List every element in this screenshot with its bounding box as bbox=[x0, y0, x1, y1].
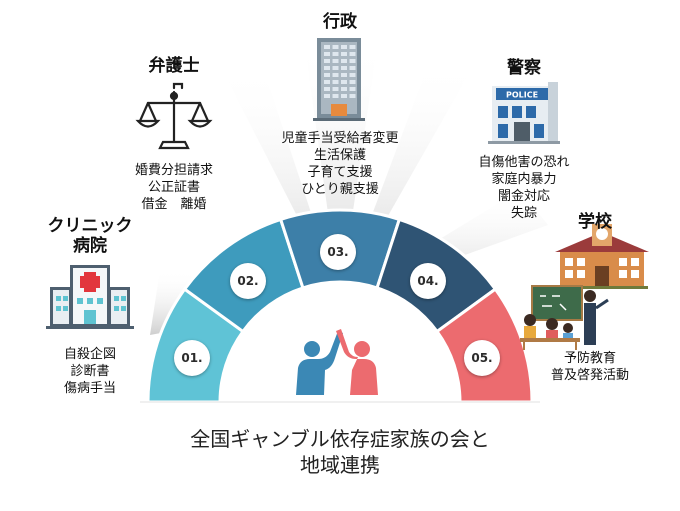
police-title: 警察 bbox=[507, 58, 541, 78]
office-building-icon bbox=[313, 38, 365, 121]
building-window bbox=[341, 87, 347, 91]
building-window bbox=[349, 80, 356, 84]
diagram-title-line2: 地域連携 bbox=[300, 453, 380, 477]
segment-number-01: 01. bbox=[174, 340, 210, 376]
police-items: 自傷他害の恐れ 家庭内暴力 闇金対応 失踪 bbox=[454, 154, 594, 222]
building-window bbox=[341, 59, 347, 63]
building-window bbox=[332, 52, 339, 56]
police-item: 闇金対応 bbox=[497, 189, 550, 204]
diagram-title: 全国ギャンブル依存症家族の会と 地域連携 bbox=[0, 426, 680, 478]
building-window bbox=[349, 45, 356, 49]
clinic-items: 自殺企図 診断書 傷病手当 bbox=[30, 346, 150, 397]
school-title: 学校 bbox=[578, 212, 612, 232]
lawyer-item: 借金 離婚 bbox=[141, 197, 207, 212]
scales-of-justice-icon bbox=[135, 82, 213, 150]
school-item: 予防教育 bbox=[563, 351, 616, 366]
building-window bbox=[349, 73, 356, 77]
clinic-title-line2: 病院 bbox=[73, 236, 107, 256]
building-window bbox=[332, 94, 339, 98]
building-window bbox=[349, 87, 356, 91]
admin-item: ひとり親支援 bbox=[301, 182, 379, 197]
building-window bbox=[324, 73, 330, 77]
diagram-title-line1: 全国ギャンブル依存症家族の会と bbox=[190, 427, 490, 451]
school-items: 予防教育 普及啓発活動 bbox=[530, 350, 650, 384]
building-window bbox=[324, 59, 330, 63]
clinic-title: クリニック 病院 bbox=[20, 216, 160, 256]
admin-item: 児童手当受給者変更 bbox=[281, 131, 399, 146]
lawyer-items: 婚費分担請求 公正証書 借金 離婚 bbox=[104, 162, 244, 213]
building-window bbox=[341, 52, 347, 56]
building-window bbox=[341, 73, 347, 77]
high-five-icon bbox=[296, 329, 378, 395]
building-window bbox=[324, 45, 330, 49]
building-window bbox=[332, 87, 339, 91]
building-window bbox=[341, 80, 347, 84]
clinic-item: 傷病手当 bbox=[63, 381, 116, 396]
police-sign-text: POLICE bbox=[506, 91, 538, 100]
building-window bbox=[332, 66, 339, 70]
building-window bbox=[324, 80, 330, 84]
building-window bbox=[324, 87, 330, 91]
building-window bbox=[341, 94, 347, 98]
segment-number-05: 05. bbox=[464, 340, 500, 376]
segment-number-02: 02. bbox=[230, 263, 266, 299]
lawyer-title: 弁護士 bbox=[148, 56, 200, 76]
admin-item: 子育て支援 bbox=[307, 165, 373, 180]
teacher-students-icon bbox=[520, 285, 609, 350]
building-window bbox=[332, 80, 339, 84]
admin-title: 行政 bbox=[323, 12, 357, 32]
police-item: 失踪 bbox=[510, 206, 537, 221]
school-icon bbox=[555, 224, 649, 289]
building-window bbox=[349, 66, 356, 70]
segment-number-04: 04. bbox=[410, 263, 446, 299]
building-window bbox=[332, 73, 339, 77]
school-item: 普及啓発活動 bbox=[550, 368, 629, 383]
segment-number-03: 03. bbox=[320, 234, 356, 270]
clinic-item: 自殺企図 bbox=[63, 347, 116, 362]
building-window bbox=[332, 59, 339, 63]
police-item: 家庭内暴力 bbox=[491, 172, 557, 187]
lawyer-item: 公正証書 bbox=[147, 180, 200, 195]
admin-items: 児童手当受給者変更 生活保護 子育て支援 ひとり親支援 bbox=[260, 130, 420, 198]
lawyer-item: 婚費分担請求 bbox=[134, 163, 213, 178]
building-window bbox=[349, 52, 356, 56]
clinic-item: 診断書 bbox=[70, 364, 110, 379]
building-window bbox=[324, 94, 330, 98]
building-window bbox=[341, 45, 347, 49]
admin-item: 生活保護 bbox=[313, 148, 366, 163]
building-window bbox=[324, 66, 330, 70]
clinic-title-line1: クリニック bbox=[47, 216, 133, 236]
building-window bbox=[349, 59, 356, 63]
police-station-icon: POLICE bbox=[488, 82, 560, 144]
hospital-icon bbox=[46, 265, 134, 329]
building-window bbox=[324, 52, 330, 56]
building-window bbox=[332, 45, 339, 49]
building-window bbox=[349, 94, 356, 98]
building-window bbox=[341, 66, 347, 70]
police-item: 自傷他害の恐れ bbox=[478, 155, 570, 170]
